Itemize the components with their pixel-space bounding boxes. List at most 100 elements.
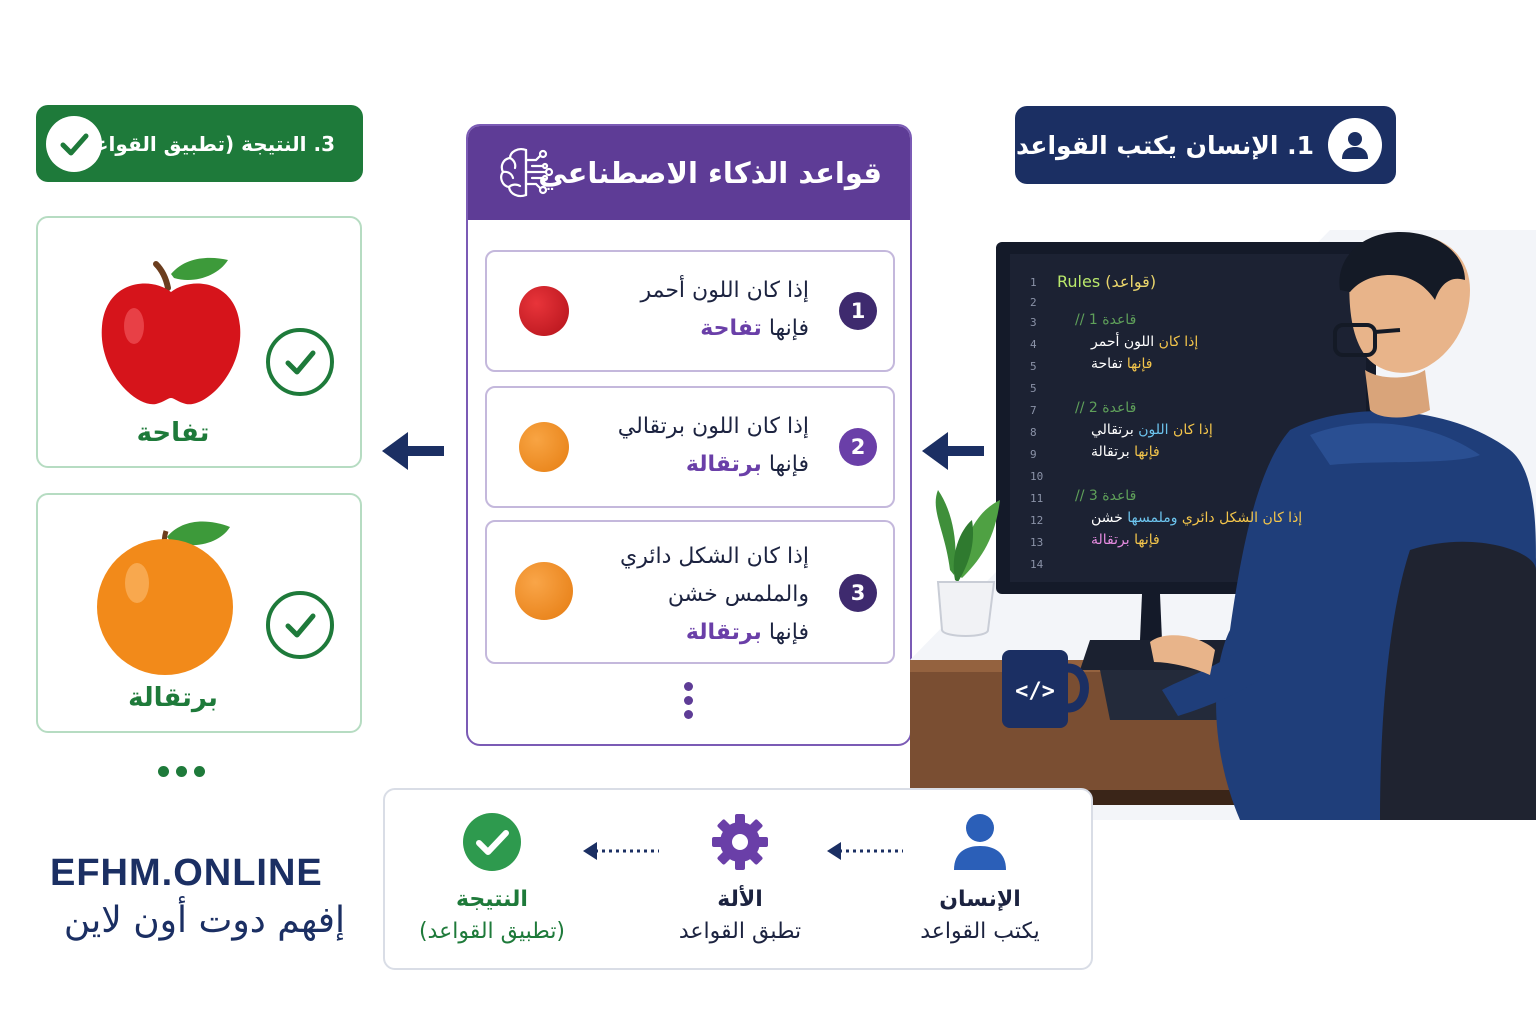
mug-code-icon: </> bbox=[1015, 679, 1055, 704]
rule-card-1: 1 إذا كان اللون أحمر فإنها تفاحة bbox=[485, 250, 895, 372]
apple-icon bbox=[96, 236, 246, 415]
code-attr: اللون bbox=[1138, 422, 1169, 438]
code-header: Rules (قواعد) bbox=[1057, 272, 1156, 291]
flow-label-sub: (تطبيق القواعد) bbox=[418, 919, 566, 944]
code-line: إذا كان اللون برتقالي bbox=[1091, 422, 1213, 438]
rule-card-2: 2 إذا كان اللون برتقالي فإنها برتقالة bbox=[485, 386, 895, 508]
line-number: 7 bbox=[1030, 404, 1037, 417]
line-number: 1 bbox=[1030, 276, 1037, 289]
rule-then: فإنها bbox=[768, 316, 809, 341]
rule-result: فإنها برتقالة bbox=[618, 446, 809, 484]
gear-icon bbox=[710, 814, 770, 876]
flow-label-sub: تطبق القواعد bbox=[678, 919, 802, 944]
result-card-apple: تفاحة bbox=[36, 216, 362, 468]
result-label-apple: تفاحة bbox=[136, 418, 210, 448]
check-icon bbox=[266, 591, 334, 659]
code-attr: وملمسها bbox=[1127, 510, 1178, 526]
textured-orange-dot-icon bbox=[515, 562, 573, 620]
code-text: خشن bbox=[1091, 510, 1123, 526]
process-flow-box: الإنسان يكتب القواعد الألة تطبق القواعد bbox=[383, 788, 1093, 970]
result-card-orange: برتقالة bbox=[36, 493, 362, 733]
line-number: 2 bbox=[1030, 296, 1037, 309]
line-number: 4 bbox=[1030, 338, 1037, 351]
rule-text: إذا كان اللون برتقالي فإنها برتقالة bbox=[618, 408, 809, 484]
rule-then-value: برتقالة bbox=[685, 620, 762, 645]
user-icon bbox=[952, 814, 1008, 876]
rule-condition: إذا كان اللون برتقالي bbox=[617, 414, 809, 439]
code-header-en: Rules bbox=[1057, 272, 1101, 291]
code-line: فإنها برتقالة bbox=[1091, 532, 1160, 548]
rule-text: إذا كان اللون أحمر فإنها تفاحة bbox=[640, 272, 809, 348]
flow-label-title: الإنسان bbox=[939, 887, 1021, 912]
more-rules-dots bbox=[684, 682, 693, 724]
brand-name-ar: إفهم دوت أون لاين bbox=[63, 900, 345, 941]
line-number: 5 bbox=[1030, 382, 1037, 395]
brand-name-en: EFHM.ONLINE bbox=[50, 852, 323, 894]
dotted-arrow-left-icon bbox=[581, 838, 661, 868]
flow-label-sub: يكتب القواعد bbox=[920, 919, 1040, 944]
check-icon bbox=[462, 813, 522, 876]
flow-label: الإنسان يكتب القواعد bbox=[895, 884, 1065, 948]
code-line: إذا كان اللون أحمر bbox=[1091, 334, 1198, 350]
flow-label-title: النتيجة bbox=[456, 887, 528, 912]
code-comment: // قاعدة 2 bbox=[1075, 400, 1137, 416]
orange-dot-icon bbox=[519, 422, 569, 472]
line-number: 3 bbox=[1030, 316, 1037, 329]
rule-then: فإنها bbox=[768, 452, 809, 477]
rules-panel-header: قواعد الذكاء الاصطناعي bbox=[468, 126, 910, 220]
rule-card-3: 3 إذا كان الشكل دائري والملمس خشن فإنها … bbox=[485, 520, 895, 664]
line-number: 5 bbox=[1030, 360, 1037, 373]
code-text: الشكل دائري bbox=[1181, 510, 1259, 526]
rules-panel-title: قواعد الذكاء الاصطناعي bbox=[538, 156, 882, 190]
rule-condition-2: والملمس خشن bbox=[667, 582, 809, 607]
check-icon bbox=[266, 328, 334, 396]
code-comment: // قاعدة 1 bbox=[1075, 312, 1137, 328]
code-keyword: فإنها bbox=[1134, 532, 1160, 548]
more-results-dots bbox=[158, 762, 212, 781]
code-editor: 1 2 3 4 5 5 7 8 9 10 11 12 13 14 Rules (… bbox=[1017, 268, 1357, 571]
line-number: 12 bbox=[1030, 514, 1044, 527]
line-number: 13 bbox=[1030, 536, 1044, 549]
rules-panel: قواعد الذكاء الاصطناعي 1 إذا كان اللون أ… bbox=[466, 124, 912, 746]
red-dot-icon bbox=[519, 286, 569, 336]
code-text: اللون أحمر bbox=[1091, 334, 1155, 350]
code-text: برتقالة bbox=[1091, 532, 1130, 548]
line-number: 8 bbox=[1030, 426, 1037, 439]
code-keyword: إذا كان bbox=[1173, 422, 1213, 438]
code-text: تفاحة bbox=[1091, 356, 1123, 372]
step3-label: 3. النتيجة (تطبيق القواعد) bbox=[74, 131, 335, 156]
flow-label: الألة تطبق القواعد bbox=[655, 884, 825, 948]
code-line: فإنها تفاحة bbox=[1091, 356, 1152, 372]
code-line: إذا كان الشكل دائري وملمسها خشن bbox=[1091, 510, 1302, 526]
step3-header: 3. النتيجة (تطبيق القواعد) bbox=[36, 105, 363, 182]
code-line: فإنها برتقالة bbox=[1091, 444, 1160, 460]
user-icon bbox=[1328, 118, 1382, 172]
flow-step-human: الإنسان يكتب القواعد bbox=[895, 812, 1065, 948]
flow-label-title: الألة bbox=[717, 887, 763, 912]
dotted-arrow-left-icon bbox=[825, 838, 905, 868]
result-label-orange: برتقالة bbox=[128, 683, 218, 713]
line-number: 14 bbox=[1030, 558, 1044, 571]
arrow-left-icon bbox=[380, 428, 446, 478]
rule-result: فإنها تفاحة bbox=[640, 310, 809, 348]
rule-result: فإنها برتقالة bbox=[620, 614, 809, 652]
line-number: 11 bbox=[1030, 492, 1044, 505]
code-comment: // قاعدة 3 bbox=[1075, 488, 1137, 504]
rule-condition: إذا كان اللون أحمر bbox=[640, 278, 809, 303]
rule-number: 3 bbox=[839, 574, 877, 612]
flow-step-result: النتيجة (تطبيق القواعد) bbox=[407, 812, 577, 948]
rule-then-value: تفاحة bbox=[700, 316, 762, 341]
line-number: 9 bbox=[1030, 448, 1037, 461]
rule-then: فإنها bbox=[768, 620, 809, 645]
code-header-ar: (قواعد) bbox=[1105, 272, 1157, 291]
step1-label: 1. الإنسان يكتب القواعد bbox=[1015, 130, 1314, 160]
rule-condition: إذا كان الشكل دائري bbox=[620, 544, 809, 569]
flow-step-machine: الألة تطبق القواعد bbox=[655, 812, 825, 948]
code-text: برتقالة bbox=[1091, 444, 1130, 460]
code-keyword: إذا كان bbox=[1158, 334, 1199, 350]
rule-then-value: برتقالة bbox=[685, 452, 762, 477]
code-keyword: فإنها bbox=[1134, 444, 1160, 460]
programmer-at-computer-illustration: </> bbox=[910, 230, 1536, 820]
rule-number: 2 bbox=[839, 428, 877, 466]
code-keyword: فإنها bbox=[1126, 356, 1153, 372]
